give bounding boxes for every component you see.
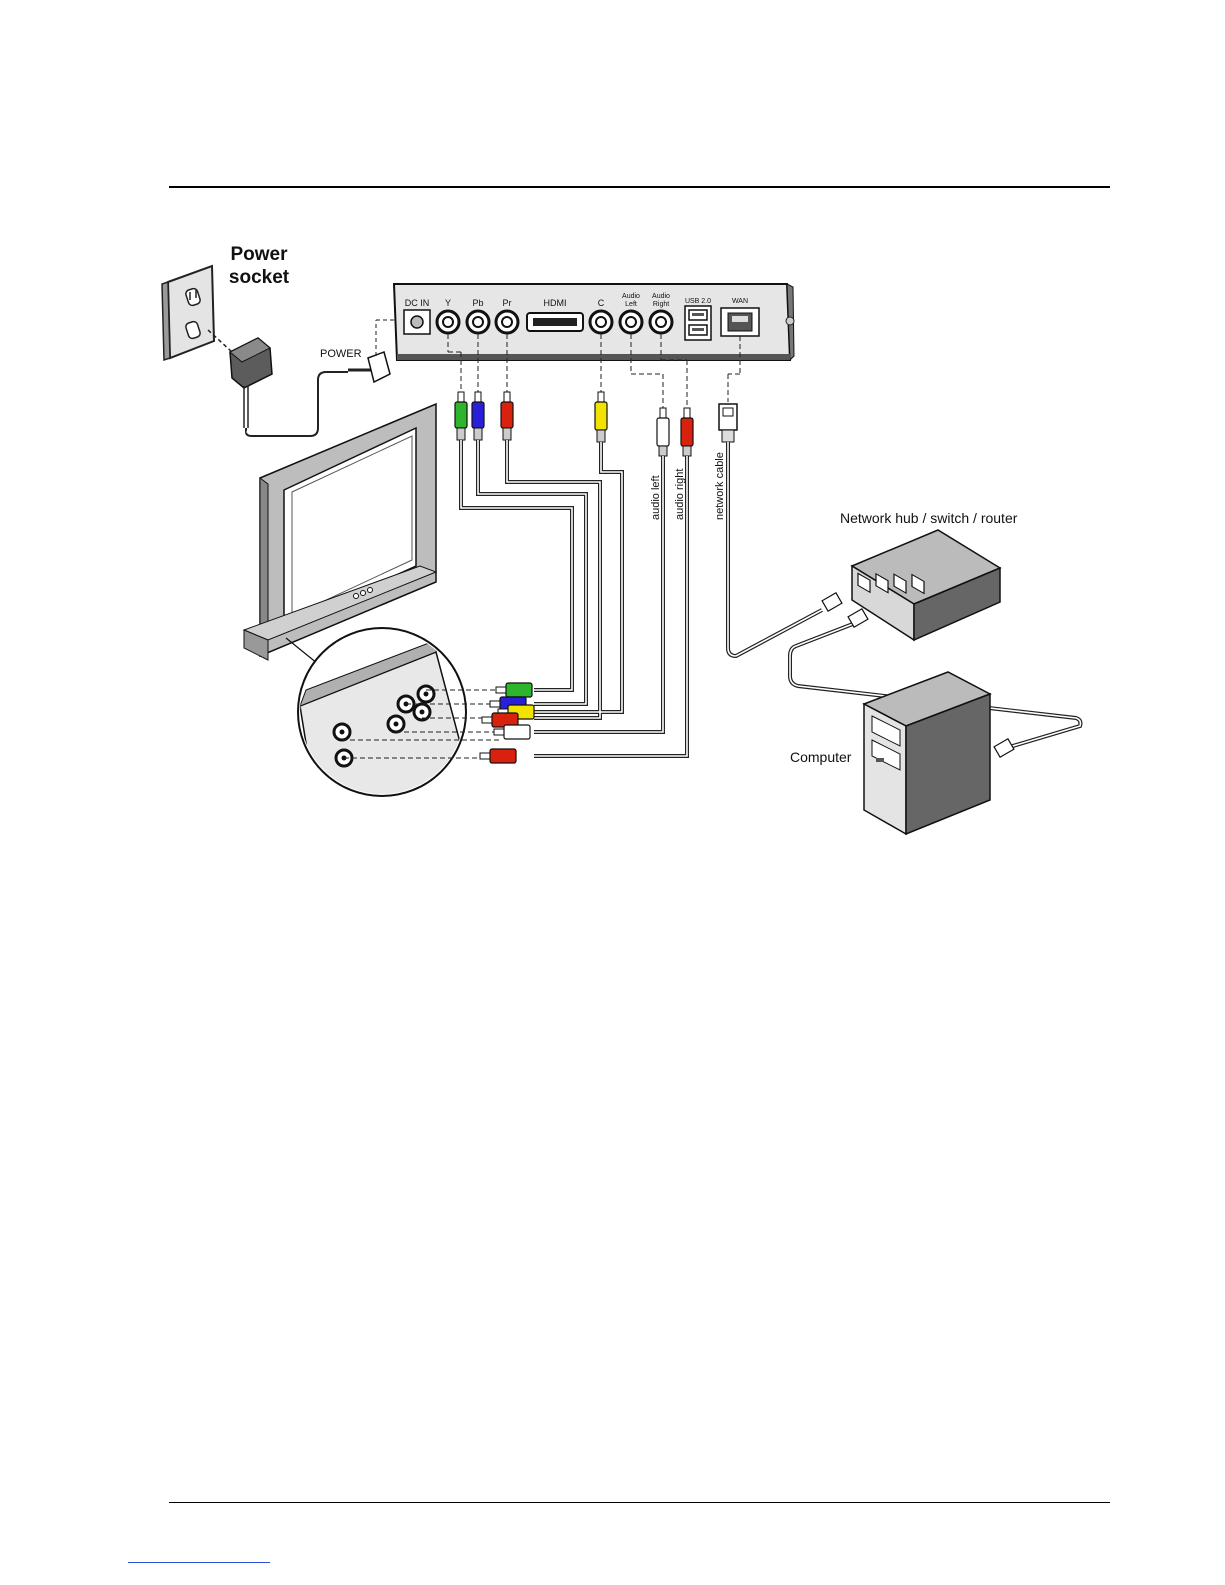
port-label-audio-left-2: Left: [625, 301, 637, 308]
port-label-c: C: [598, 298, 605, 308]
port-label-audio-left-1: Audio: [622, 293, 640, 300]
pb-port: [467, 311, 489, 333]
computer: [864, 672, 990, 834]
network-hub-label: Network hub / switch / router: [840, 510, 1018, 526]
network-hub: [852, 530, 1000, 640]
port-label-wan: WAN: [732, 298, 748, 305]
usb-port: [685, 306, 711, 340]
computer-label: Computer: [790, 749, 852, 765]
rj45-plug-computer: [994, 739, 1014, 757]
port-label-hdmi: HDMI: [544, 298, 567, 308]
network-cable-label: network cable: [714, 452, 726, 520]
port-label-pb: Pb: [472, 298, 483, 308]
media-player: [394, 284, 794, 360]
tv-input-panel-zoom: [298, 628, 470, 830]
power-socket: [162, 266, 214, 360]
power-adapter: [208, 320, 414, 436]
port-label-dc-in: DC IN: [405, 298, 430, 308]
plug-green-panel: [496, 683, 532, 697]
rj45-plug-hub-1: [822, 593, 842, 611]
port-label-audio-right-1: Audio: [652, 293, 670, 300]
plug-red-audio-panel: [480, 749, 516, 763]
rj45-plug-top: [719, 404, 737, 442]
power-socket-label-1: Power: [230, 244, 288, 265]
pr-port: [496, 311, 518, 333]
plug-green-top: [455, 392, 467, 440]
port-label-y: Y: [445, 298, 451, 308]
port-label-usb: USB 2.0: [685, 298, 711, 305]
audio-left-label: audio left: [650, 475, 662, 520]
hdmi-port: [527, 313, 583, 331]
power-socket-label-2: socket: [229, 267, 290, 288]
plug-white-top: [657, 408, 669, 456]
port-label-pr: Pr: [503, 298, 512, 308]
wan-port: [721, 308, 759, 336]
audio-left-port: [620, 311, 642, 333]
audio-right-label: audio right: [674, 469, 686, 520]
plug-yellow-top: [595, 392, 607, 442]
y-port: [437, 311, 459, 333]
audio-right-port: [650, 311, 672, 333]
c-port: [590, 311, 612, 333]
plug-blue-top: [472, 392, 484, 440]
port-label-audio-right-2: Right: [653, 301, 669, 308]
plug-red-top: [501, 392, 513, 440]
power-label: POWER: [320, 348, 362, 360]
plug-red-audio-top: [681, 408, 693, 456]
